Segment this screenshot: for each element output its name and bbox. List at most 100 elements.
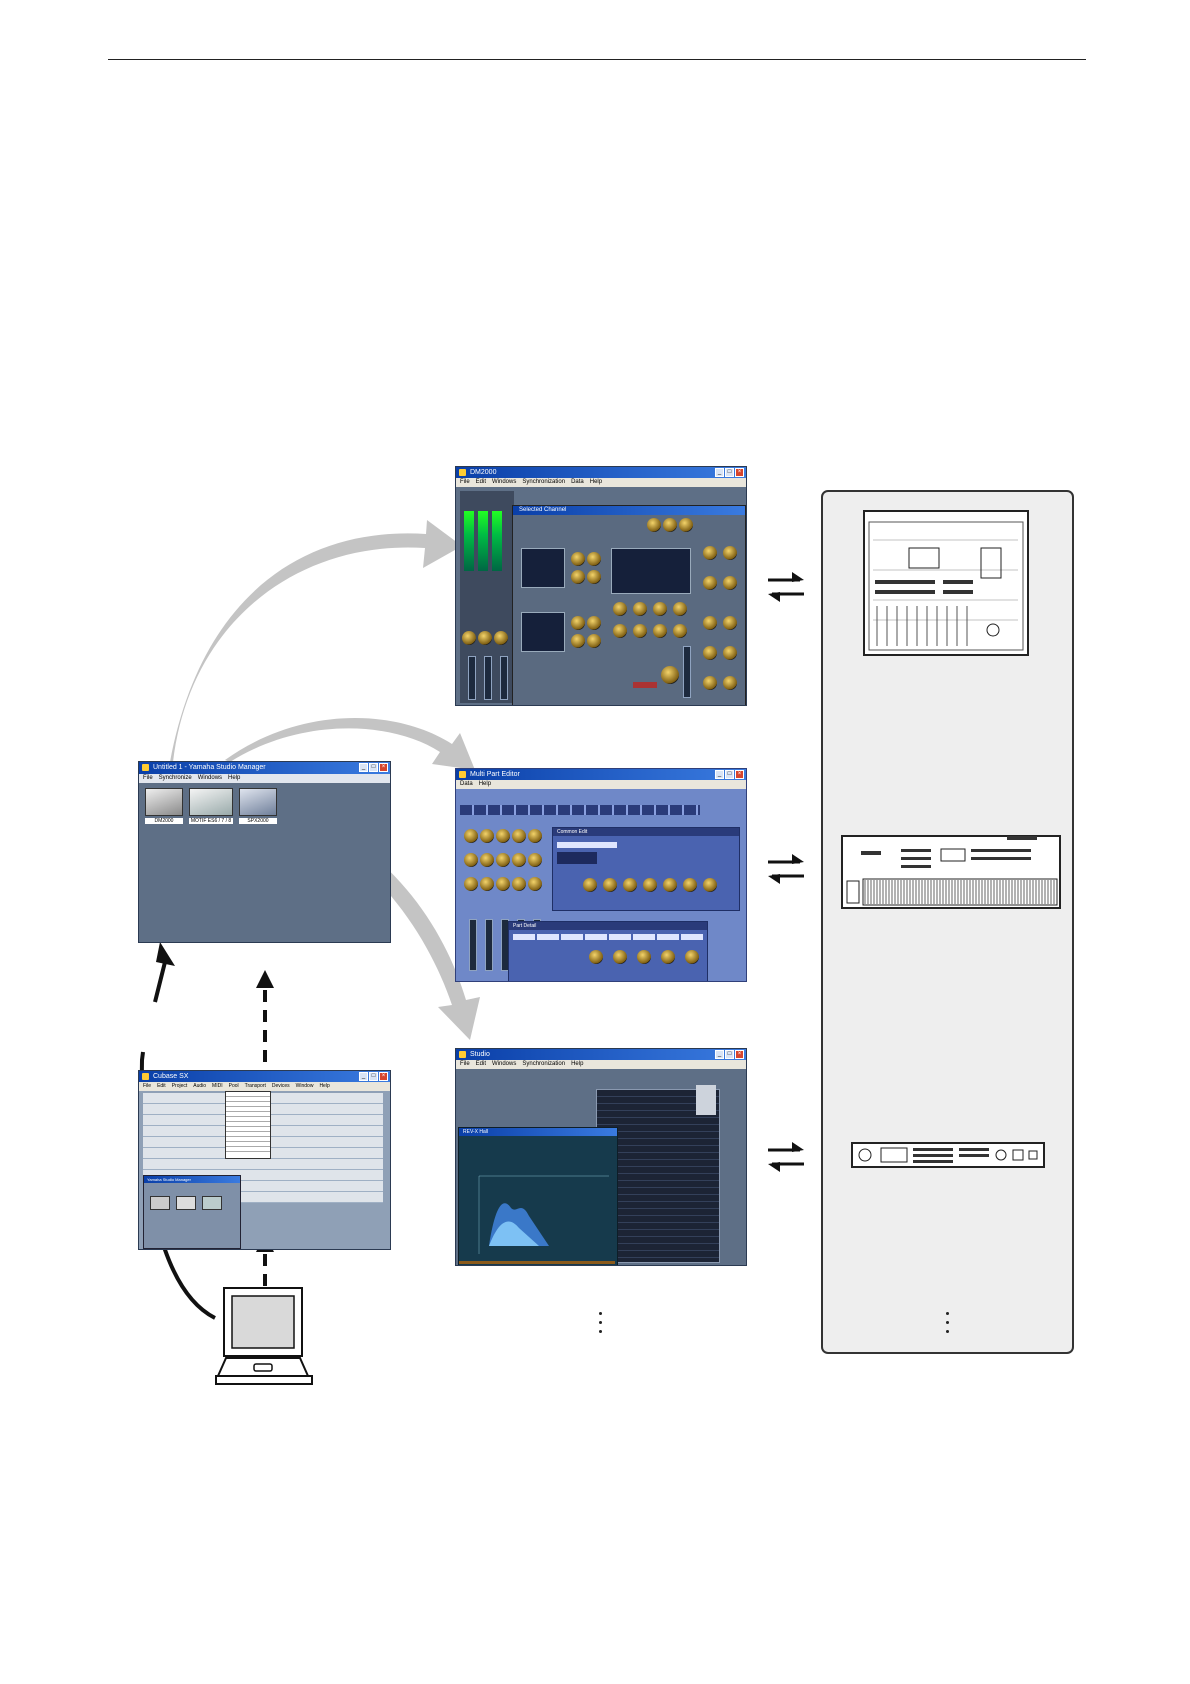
hardware-devices-panel (821, 490, 1074, 1354)
motif-editor-window: Multi Part Editor _□× Data Help Common Ed… (455, 768, 747, 982)
app-icon (459, 771, 466, 778)
menu-bar: File Synchronize Windows Help (139, 774, 390, 783)
exchange-arrows-spx2000 (768, 1142, 804, 1172)
dynamics-graph (521, 548, 565, 588)
window-title: Multi Part Editor (470, 771, 520, 778)
maximize-button[interactable]: □ (369, 763, 378, 772)
menu-help[interactable]: Help (571, 1061, 584, 1067)
menu-pool[interactable]: Pool (228, 1083, 239, 1089)
minimize-button[interactable]: _ (359, 1072, 368, 1081)
minimize-button[interactable]: _ (359, 763, 368, 772)
daw-window: Cubase SX _□× File Edit Project Audio MIDI Po… (138, 1070, 391, 1250)
minimize-button[interactable]: _ (715, 770, 724, 779)
reverb-curve-graph (459, 1175, 615, 1265)
more-devices-ellipsis (946, 1312, 950, 1334)
menu-windows[interactable]: Windows (197, 775, 223, 781)
selected-channel-window: Selected Channel (512, 505, 746, 705)
gate-graph (521, 612, 565, 652)
maximize-button[interactable]: □ (725, 468, 734, 477)
mixing-console-icon (863, 510, 1029, 656)
menu-edit[interactable]: Edit (475, 1061, 487, 1067)
studio-manager-mini-window: Yamaha Studio Manager (143, 1175, 241, 1249)
menu-project[interactable]: Project (171, 1083, 188, 1089)
menu-help[interactable]: Help (228, 775, 241, 781)
menu-synchronize[interactable]: Synchronize (158, 775, 192, 781)
app-icon (459, 1051, 466, 1058)
app-icon (142, 1073, 149, 1080)
close-button[interactable]: × (735, 468, 744, 477)
header-rule (108, 59, 1086, 60)
subwindow-title: REV-X Hall (459, 1128, 617, 1136)
arrow-to-motif-editor (225, 718, 475, 770)
menu-bar: Data Help (456, 780, 746, 789)
device-icon-label: MOTIF ES6 / 7 / 8 (189, 818, 233, 824)
menu-windows[interactable]: Windows (492, 479, 517, 485)
arrow-to-spx2000-editor (288, 806, 480, 1040)
menu-data[interactable]: Data (571, 479, 584, 485)
minimize-button[interactable]: _ (715, 1050, 724, 1059)
app-icon (142, 764, 149, 771)
eq-graph (611, 548, 691, 594)
rev-x-window: REV-X Hall (458, 1127, 618, 1265)
device-icon-label: DM2000 (145, 818, 183, 824)
part-selector-row (460, 805, 700, 815)
dm2000-editor-window: DM2000 _□× File Edit Windows Synchronizatio… (455, 466, 747, 706)
window-title: DM2000 (470, 469, 497, 476)
menu-file[interactable]: File (460, 1061, 470, 1067)
close-button[interactable]: × (379, 1072, 388, 1081)
menu-synchronization[interactable]: Synchronization (522, 479, 566, 485)
arrow-to-dm2000-editor (170, 520, 462, 762)
solid-arrow-to-studio-manager (153, 957, 168, 1003)
close-button[interactable]: × (735, 1050, 744, 1059)
menu-audio[interactable]: Audio (193, 1083, 207, 1089)
laptop-computer-icon (215, 1287, 313, 1385)
subwindow-title: Yamaha Studio Manager (144, 1176, 240, 1183)
studio-manager-window: Untitled 1 - Yamaha Studio Manager _□× F… (138, 761, 391, 943)
keyboard-synth-icon (841, 835, 1061, 909)
menu-data[interactable]: Data (460, 781, 473, 787)
menu-help[interactable]: Help (319, 1083, 330, 1089)
subwindow-title: Part Detail (509, 922, 707, 930)
window-title: Cubase SX (153, 1073, 189, 1080)
maximize-button[interactable]: □ (725, 1050, 734, 1059)
window-title: Untitled 1 - Yamaha Studio Manager (153, 764, 266, 771)
menu-help[interactable]: Help (478, 781, 492, 787)
device-icon-motif[interactable]: MOTIF ES6 / 7 / 8 (189, 788, 233, 826)
device-icon-dm2000[interactable]: DM2000 (145, 788, 183, 826)
devices-dropdown-menu[interactable] (225, 1091, 271, 1159)
menu-synchronization[interactable]: Synchronization (522, 1061, 566, 1067)
menu-devices[interactable]: Devices (271, 1083, 290, 1089)
subwindow-title: Selected Channel (513, 506, 745, 515)
menu-windows[interactable]: Windows (492, 1061, 517, 1067)
menu-file[interactable]: File (143, 775, 153, 781)
channel-strips (460, 491, 514, 703)
rack-unit-icon (851, 1142, 1045, 1168)
menu-edit[interactable]: Edit (157, 1083, 166, 1089)
menu-file[interactable]: File (143, 1083, 152, 1089)
menu-edit[interactable]: Edit (475, 479, 487, 485)
more-editors-ellipsis (599, 1312, 603, 1334)
common-edit-window: Common Edit (552, 827, 740, 911)
maximize-button[interactable]: □ (369, 1072, 378, 1081)
minimize-button[interactable]: _ (715, 468, 724, 477)
device-icon-spx2000[interactable]: SPX2000 (239, 788, 277, 826)
menu-transport[interactable]: Transport (244, 1083, 266, 1089)
dm2000-mixer-icon (145, 788, 183, 816)
menu-midi[interactable]: MIDI (212, 1083, 223, 1089)
motif-synth-icon (189, 788, 233, 816)
close-button[interactable]: × (735, 770, 744, 779)
menu-bar: File Edit Project Audio MIDI Pool Transport Dev… (139, 1082, 390, 1091)
close-button[interactable]: × (379, 763, 388, 772)
window-title: Studio (470, 1051, 490, 1058)
menu-file[interactable]: File (460, 479, 470, 485)
menu-bar: File Edit Windows Synchronization Data Help (456, 478, 746, 487)
exchange-arrows-dm2000 (768, 572, 804, 602)
menu-window[interactable]: Window (295, 1083, 314, 1089)
subwindow-title: Common Edit (553, 828, 739, 836)
app-icon (459, 469, 466, 476)
spx2000-editor-window: Studio _□× File Edit Windows Synchronizatio… (455, 1048, 747, 1266)
spx2000-effects-icon (239, 788, 277, 816)
maximize-button[interactable]: □ (725, 770, 734, 779)
menu-help[interactable]: Help (589, 479, 603, 485)
part-detail-window: Part Detail (508, 921, 708, 981)
